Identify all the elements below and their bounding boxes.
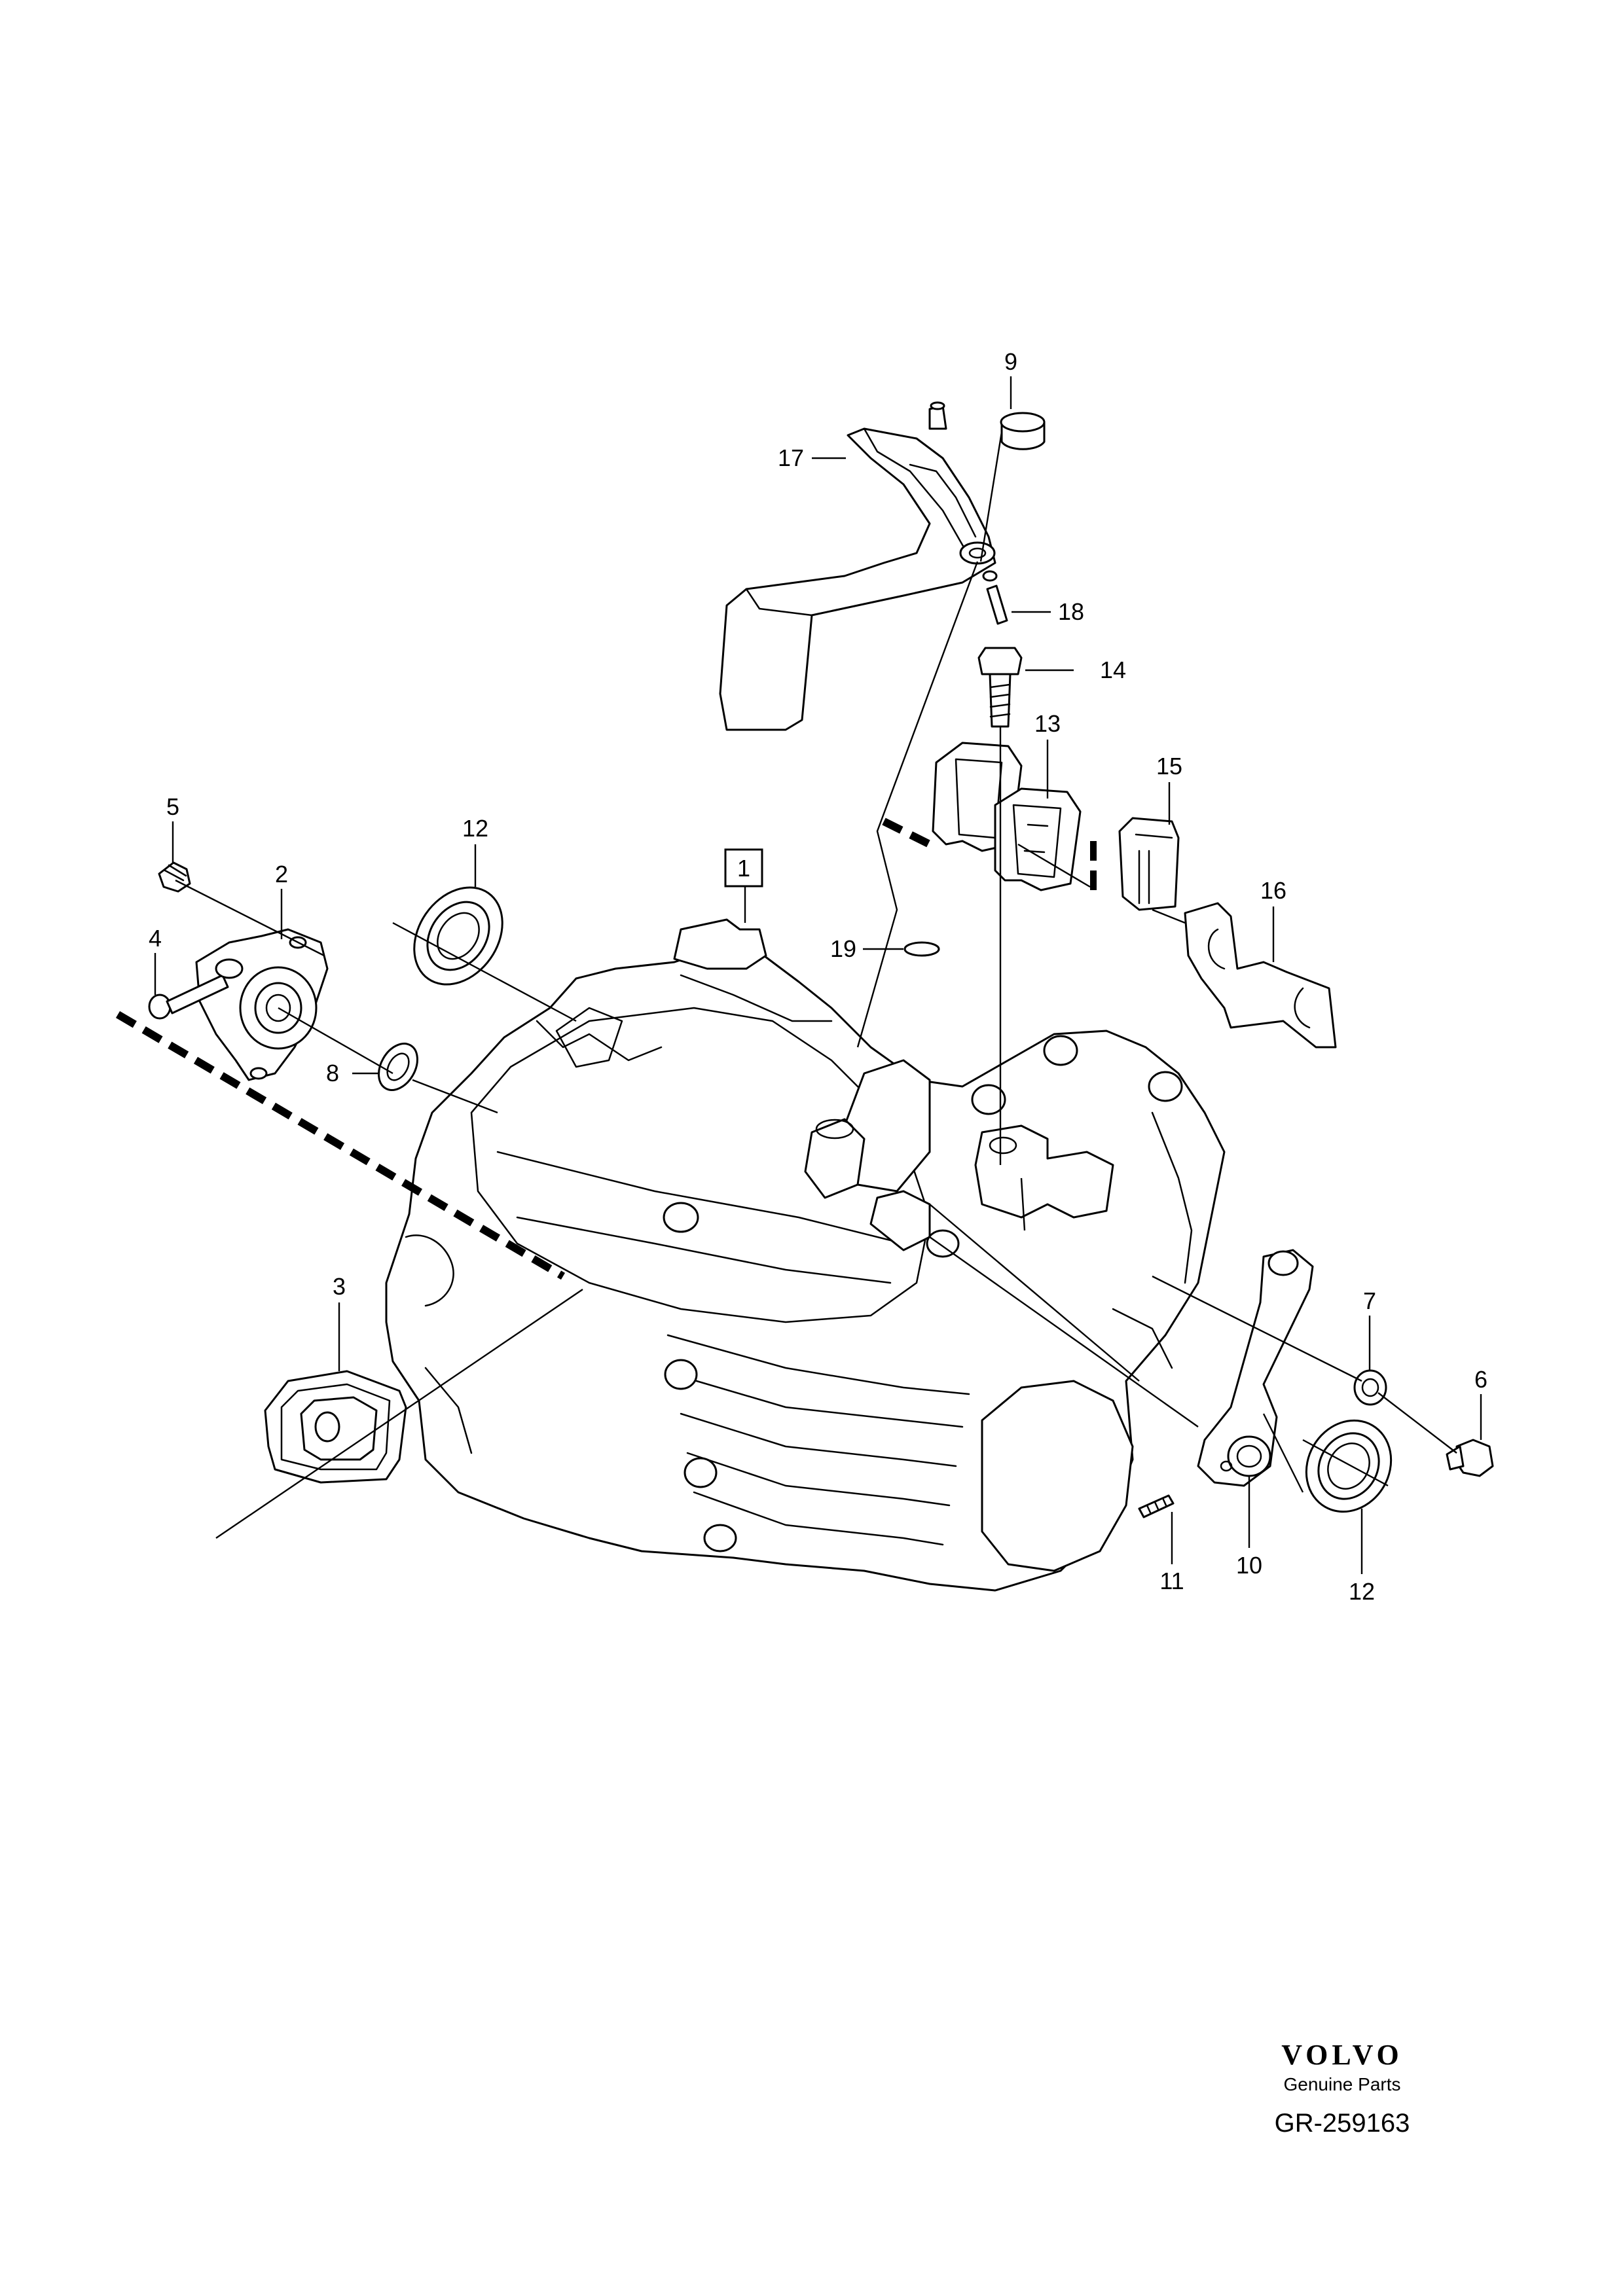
callout-13: 13 bbox=[1034, 710, 1061, 737]
assembly-lines bbox=[115, 431, 1457, 1539]
o-ring-19 bbox=[903, 941, 940, 957]
callout-4: 4 bbox=[149, 925, 162, 952]
shift-bracket bbox=[719, 401, 998, 731]
callout-5: 5 bbox=[166, 793, 179, 820]
clip-15 bbox=[1090, 817, 1180, 911]
callout-leaders bbox=[154, 376, 1482, 1574]
cover-3 bbox=[264, 1370, 407, 1484]
callout-7: 7 bbox=[1363, 1287, 1376, 1314]
seal-12-upper bbox=[413, 886, 503, 986]
callout-3: 3 bbox=[333, 1273, 346, 1300]
bolt-14 bbox=[977, 647, 1023, 728]
callout-14: 14 bbox=[1100, 656, 1126, 683]
callout-box-1 bbox=[724, 848, 763, 888]
callout-12-lower: 12 bbox=[1349, 1578, 1375, 1605]
callout-6: 6 bbox=[1474, 1366, 1487, 1393]
callout-10: 10 bbox=[1236, 1552, 1262, 1579]
pin-18 bbox=[986, 584, 1008, 625]
brand-subtitle: Genuine Parts bbox=[1283, 2074, 1401, 2094]
seal-12-lower bbox=[1305, 1419, 1393, 1513]
callout-15: 15 bbox=[1156, 753, 1182, 780]
volvo-brand: VOLVO Genuine Parts bbox=[1264, 2039, 1421, 2098]
callout-18: 18 bbox=[1058, 598, 1084, 625]
callout-9: 9 bbox=[1004, 348, 1017, 375]
slave-cylinder-2 bbox=[166, 928, 329, 1081]
plug-6 bbox=[1446, 1439, 1494, 1477]
screw-5 bbox=[158, 861, 191, 893]
gearbox-housing bbox=[385, 918, 1226, 1592]
callout-labels: 1 2 3 4 5 6 7 8 9 10 11 12 12 13 14 15 1… bbox=[149, 348, 1487, 1605]
callout-12-upper: 12 bbox=[462, 815, 488, 842]
callout-11: 11 bbox=[1159, 1568, 1184, 1594]
plate-16 bbox=[1184, 902, 1337, 1049]
o-ring-4 bbox=[148, 994, 172, 1020]
lever-10 bbox=[1197, 1249, 1314, 1487]
seal-8 bbox=[378, 1043, 418, 1091]
callout-2: 2 bbox=[275, 861, 288, 888]
callout-16: 16 bbox=[1260, 877, 1286, 904]
callout-17: 17 bbox=[778, 444, 804, 471]
callout-8: 8 bbox=[326, 1060, 339, 1086]
callout-19: 19 bbox=[830, 935, 856, 962]
damper-13 bbox=[932, 742, 1082, 891]
callout-1: 1 bbox=[737, 855, 750, 882]
diagram-reference: GR-259163 bbox=[1274, 2109, 1410, 2138]
pin-11 bbox=[1138, 1494, 1175, 1518]
brand-logo: VOLVO bbox=[1281, 2039, 1403, 2071]
cap-9 bbox=[1000, 412, 1046, 450]
washer-7 bbox=[1353, 1369, 1387, 1406]
